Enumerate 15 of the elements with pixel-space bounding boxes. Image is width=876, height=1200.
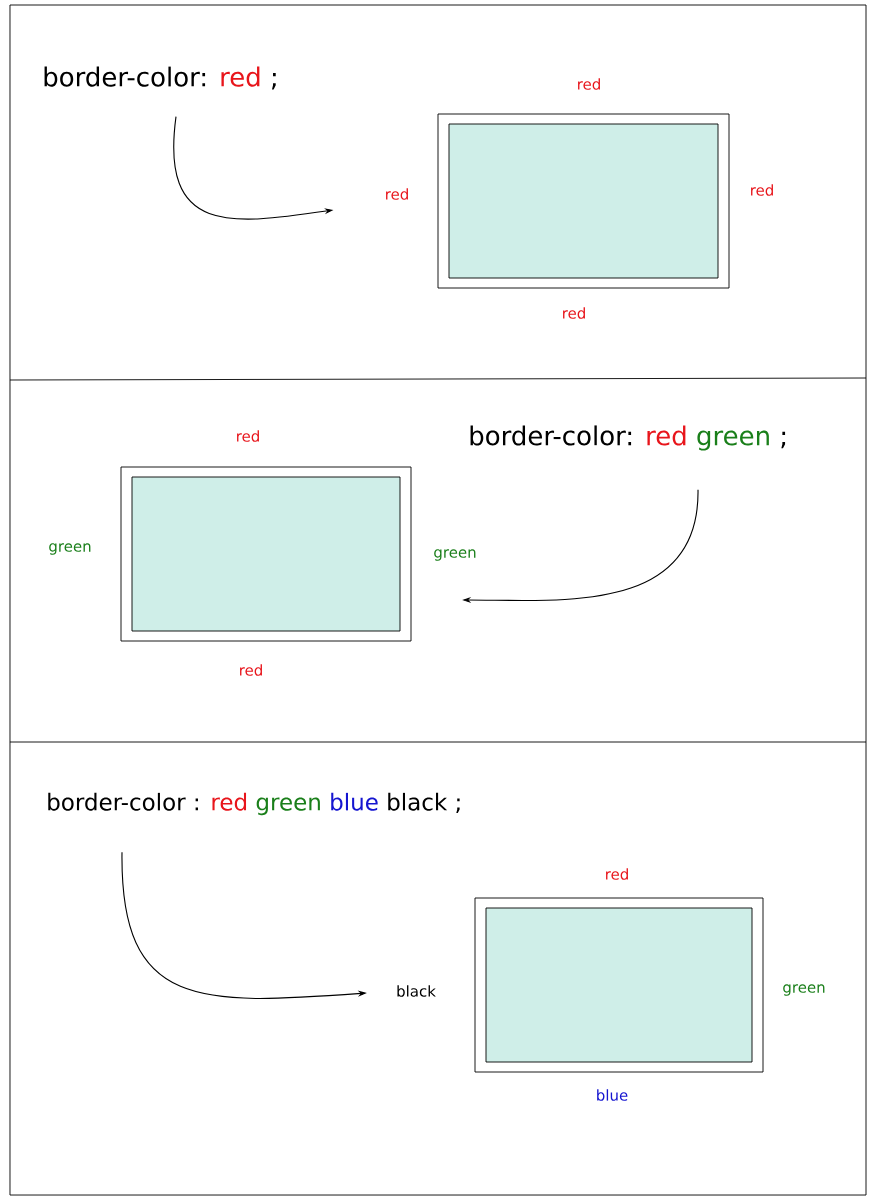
side-label: red: [578, 78, 600, 90]
code-text: border-color : red green blue black ;: [48, 792, 460, 816]
code-text: border-color: red green ;: [470, 425, 786, 451]
side-label: green: [49, 543, 91, 555]
side-label: black: [397, 985, 436, 997]
side-label: red: [386, 188, 408, 200]
side-label: green: [434, 549, 476, 561]
side-label: green: [783, 984, 825, 996]
side-label: red: [240, 664, 262, 676]
code-text: border-color: red ;: [44, 66, 276, 90]
side-label: red: [563, 307, 585, 319]
side-label: red: [606, 868, 628, 880]
side-label: red: [237, 430, 259, 442]
side-label: red: [751, 184, 773, 196]
side-label: blue: [597, 1089, 628, 1101]
